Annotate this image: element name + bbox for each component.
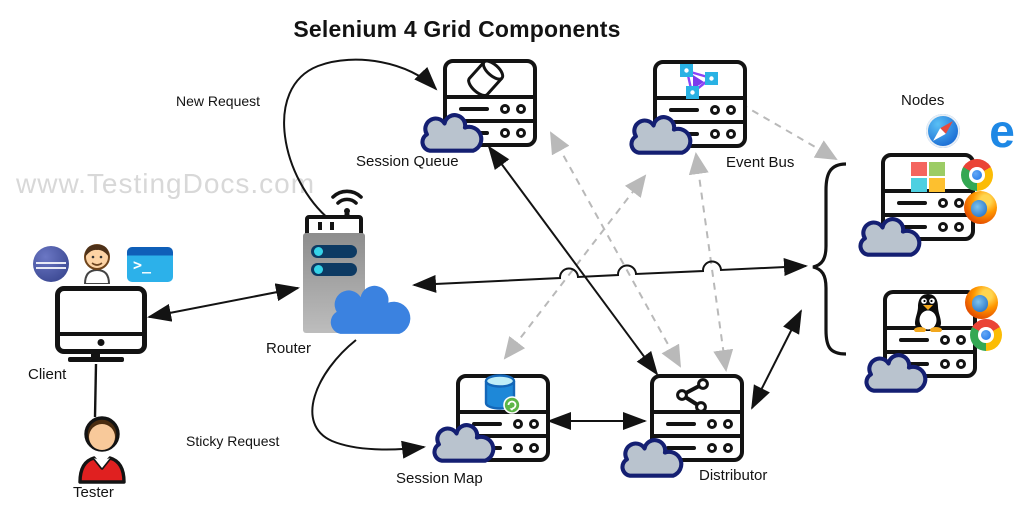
- distributor-server: [650, 374, 744, 462]
- link-client-router: [147, 283, 300, 322]
- linux-tux-icon: [914, 294, 942, 332]
- client-monitor-icon: [55, 286, 147, 354]
- link-eventbus-nodes: [740, 103, 838, 161]
- distributor-cloud-icon: [620, 438, 684, 478]
- arrow-sticky-request: [311, 339, 426, 459]
- monitor-dot: [97, 339, 105, 346]
- nodes-label: Nodes: [901, 92, 945, 109]
- link-sessionqueue-distributor: [550, 131, 681, 368]
- router-led-1: [311, 245, 357, 258]
- link-tester-client: [93, 363, 98, 418]
- event-bus-label: Event Bus: [726, 154, 795, 171]
- session-map-server: [456, 374, 550, 462]
- link-distributor-nodes: [751, 309, 802, 410]
- node2-cloud-icon: [864, 353, 928, 393]
- chrome-icon: [970, 319, 1002, 351]
- node2-server: [883, 290, 977, 378]
- session-map-cloud-icon: [432, 423, 496, 463]
- queue-bucket-icon: [467, 59, 505, 97]
- safari-icon: [926, 114, 960, 148]
- tester-icon: [78, 416, 126, 484]
- windows-logo-icon: [911, 162, 945, 192]
- monitor-bar: [60, 332, 142, 349]
- watermark: www.TestingDocs.com: [16, 168, 316, 199]
- link-sessionqueue-distributor-solid: [487, 145, 659, 376]
- session-map-label: Session Map: [396, 470, 483, 487]
- distributor-label: Distributor: [699, 467, 768, 484]
- event-bus-graph-icon: [680, 64, 718, 99]
- new-request-annotation: New Request: [176, 93, 261, 109]
- link-router-nodes: [412, 258, 808, 293]
- event-bus-cloud-icon: [629, 115, 693, 155]
- nodes-brace: [812, 162, 847, 356]
- monitor-stand: [91, 349, 100, 358]
- session-queue-label: Session Queue: [356, 153, 459, 170]
- chrome-icon: [961, 159, 993, 191]
- sticky-request-annotation: Sticky Request: [186, 433, 280, 449]
- terminal-icon: >_: [127, 247, 173, 282]
- monitor-base: [68, 357, 124, 362]
- jenkins-icon: [83, 244, 111, 284]
- client-label: Client: [28, 366, 67, 383]
- session-queue-cloud-icon: [420, 113, 484, 153]
- eclipse-ide-icon: [33, 246, 69, 282]
- diagram-title: Selenium 4 Grid Components: [293, 16, 621, 42]
- router-led-2: [311, 263, 357, 276]
- firefox-icon: [964, 191, 997, 224]
- router-label: Router: [266, 340, 312, 357]
- firefox-icon: [965, 286, 998, 319]
- node1-cloud-icon: [858, 217, 922, 257]
- event-bus-server: [653, 60, 747, 148]
- tester-label: Tester: [73, 484, 114, 501]
- link-eventbus-distributor: [688, 152, 734, 372]
- edge-icon: e: [989, 105, 1015, 157]
- router-cloud-icon: [330, 285, 411, 334]
- terminal-glyph: >_: [133, 256, 152, 274]
- session-map-db-icon: [484, 374, 521, 414]
- distributor-share-icon: [676, 378, 709, 413]
- link-sessionmap-eventbus: [503, 174, 647, 360]
